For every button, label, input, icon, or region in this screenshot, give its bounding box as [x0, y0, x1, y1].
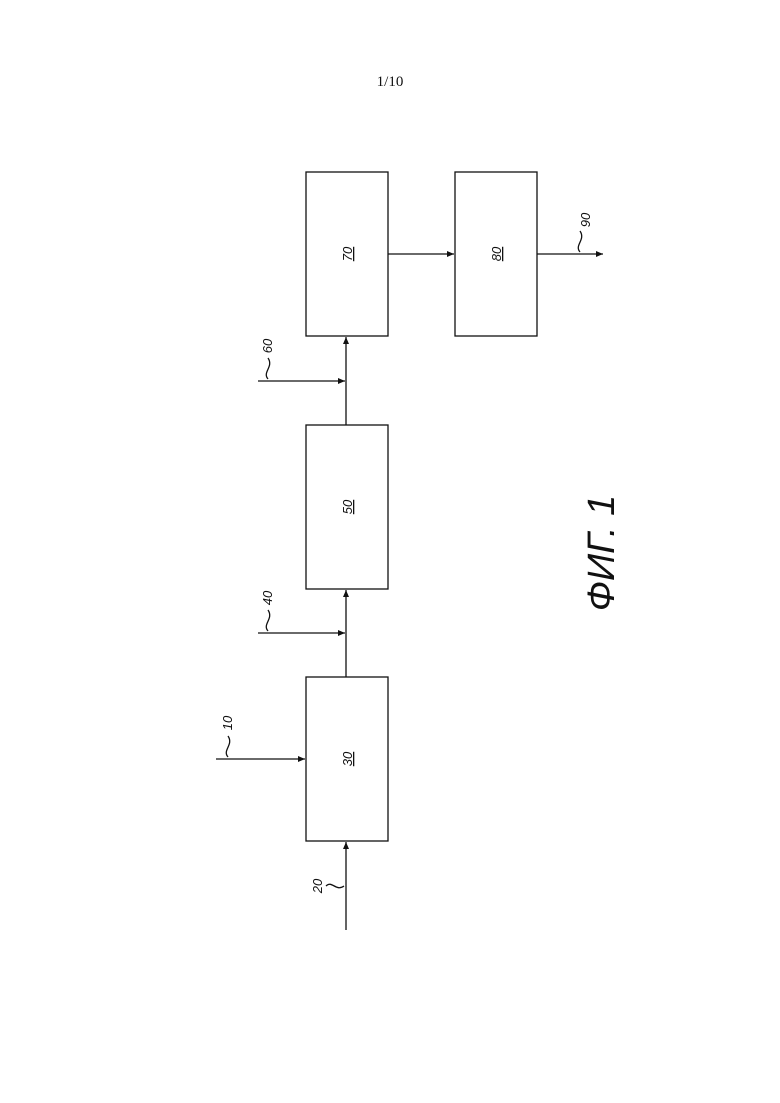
- block-50-label: 50: [340, 499, 355, 514]
- block-30-label: 30: [340, 751, 355, 766]
- stream-20-label: 20: [310, 878, 325, 894]
- block-80: 80: [455, 172, 537, 336]
- stream-20: 20: [310, 842, 346, 930]
- stream-40-leader: [266, 610, 269, 631]
- stream-60: 60: [258, 338, 345, 381]
- stream-20-leader: [326, 884, 344, 887]
- block-70-label: 70: [340, 246, 355, 261]
- stream-10-label: 10: [220, 715, 235, 730]
- block-30: 30: [306, 677, 388, 841]
- stream-60-label: 60: [260, 338, 275, 353]
- stream-10: 10: [216, 715, 305, 759]
- block-70: 70: [306, 172, 388, 336]
- stream-90: 90: [537, 212, 603, 254]
- stream-10-leader: [226, 736, 229, 757]
- stream-90-leader: [578, 231, 581, 252]
- stream-90-label: 90: [578, 212, 593, 227]
- stream-60-leader: [266, 358, 269, 379]
- stream-40-label: 40: [260, 590, 275, 605]
- stream-40: 40: [258, 590, 345, 633]
- block-80-label: 80: [489, 246, 504, 261]
- figure-caption: ФИГ. 1: [581, 495, 623, 612]
- block-50: 50: [306, 425, 388, 589]
